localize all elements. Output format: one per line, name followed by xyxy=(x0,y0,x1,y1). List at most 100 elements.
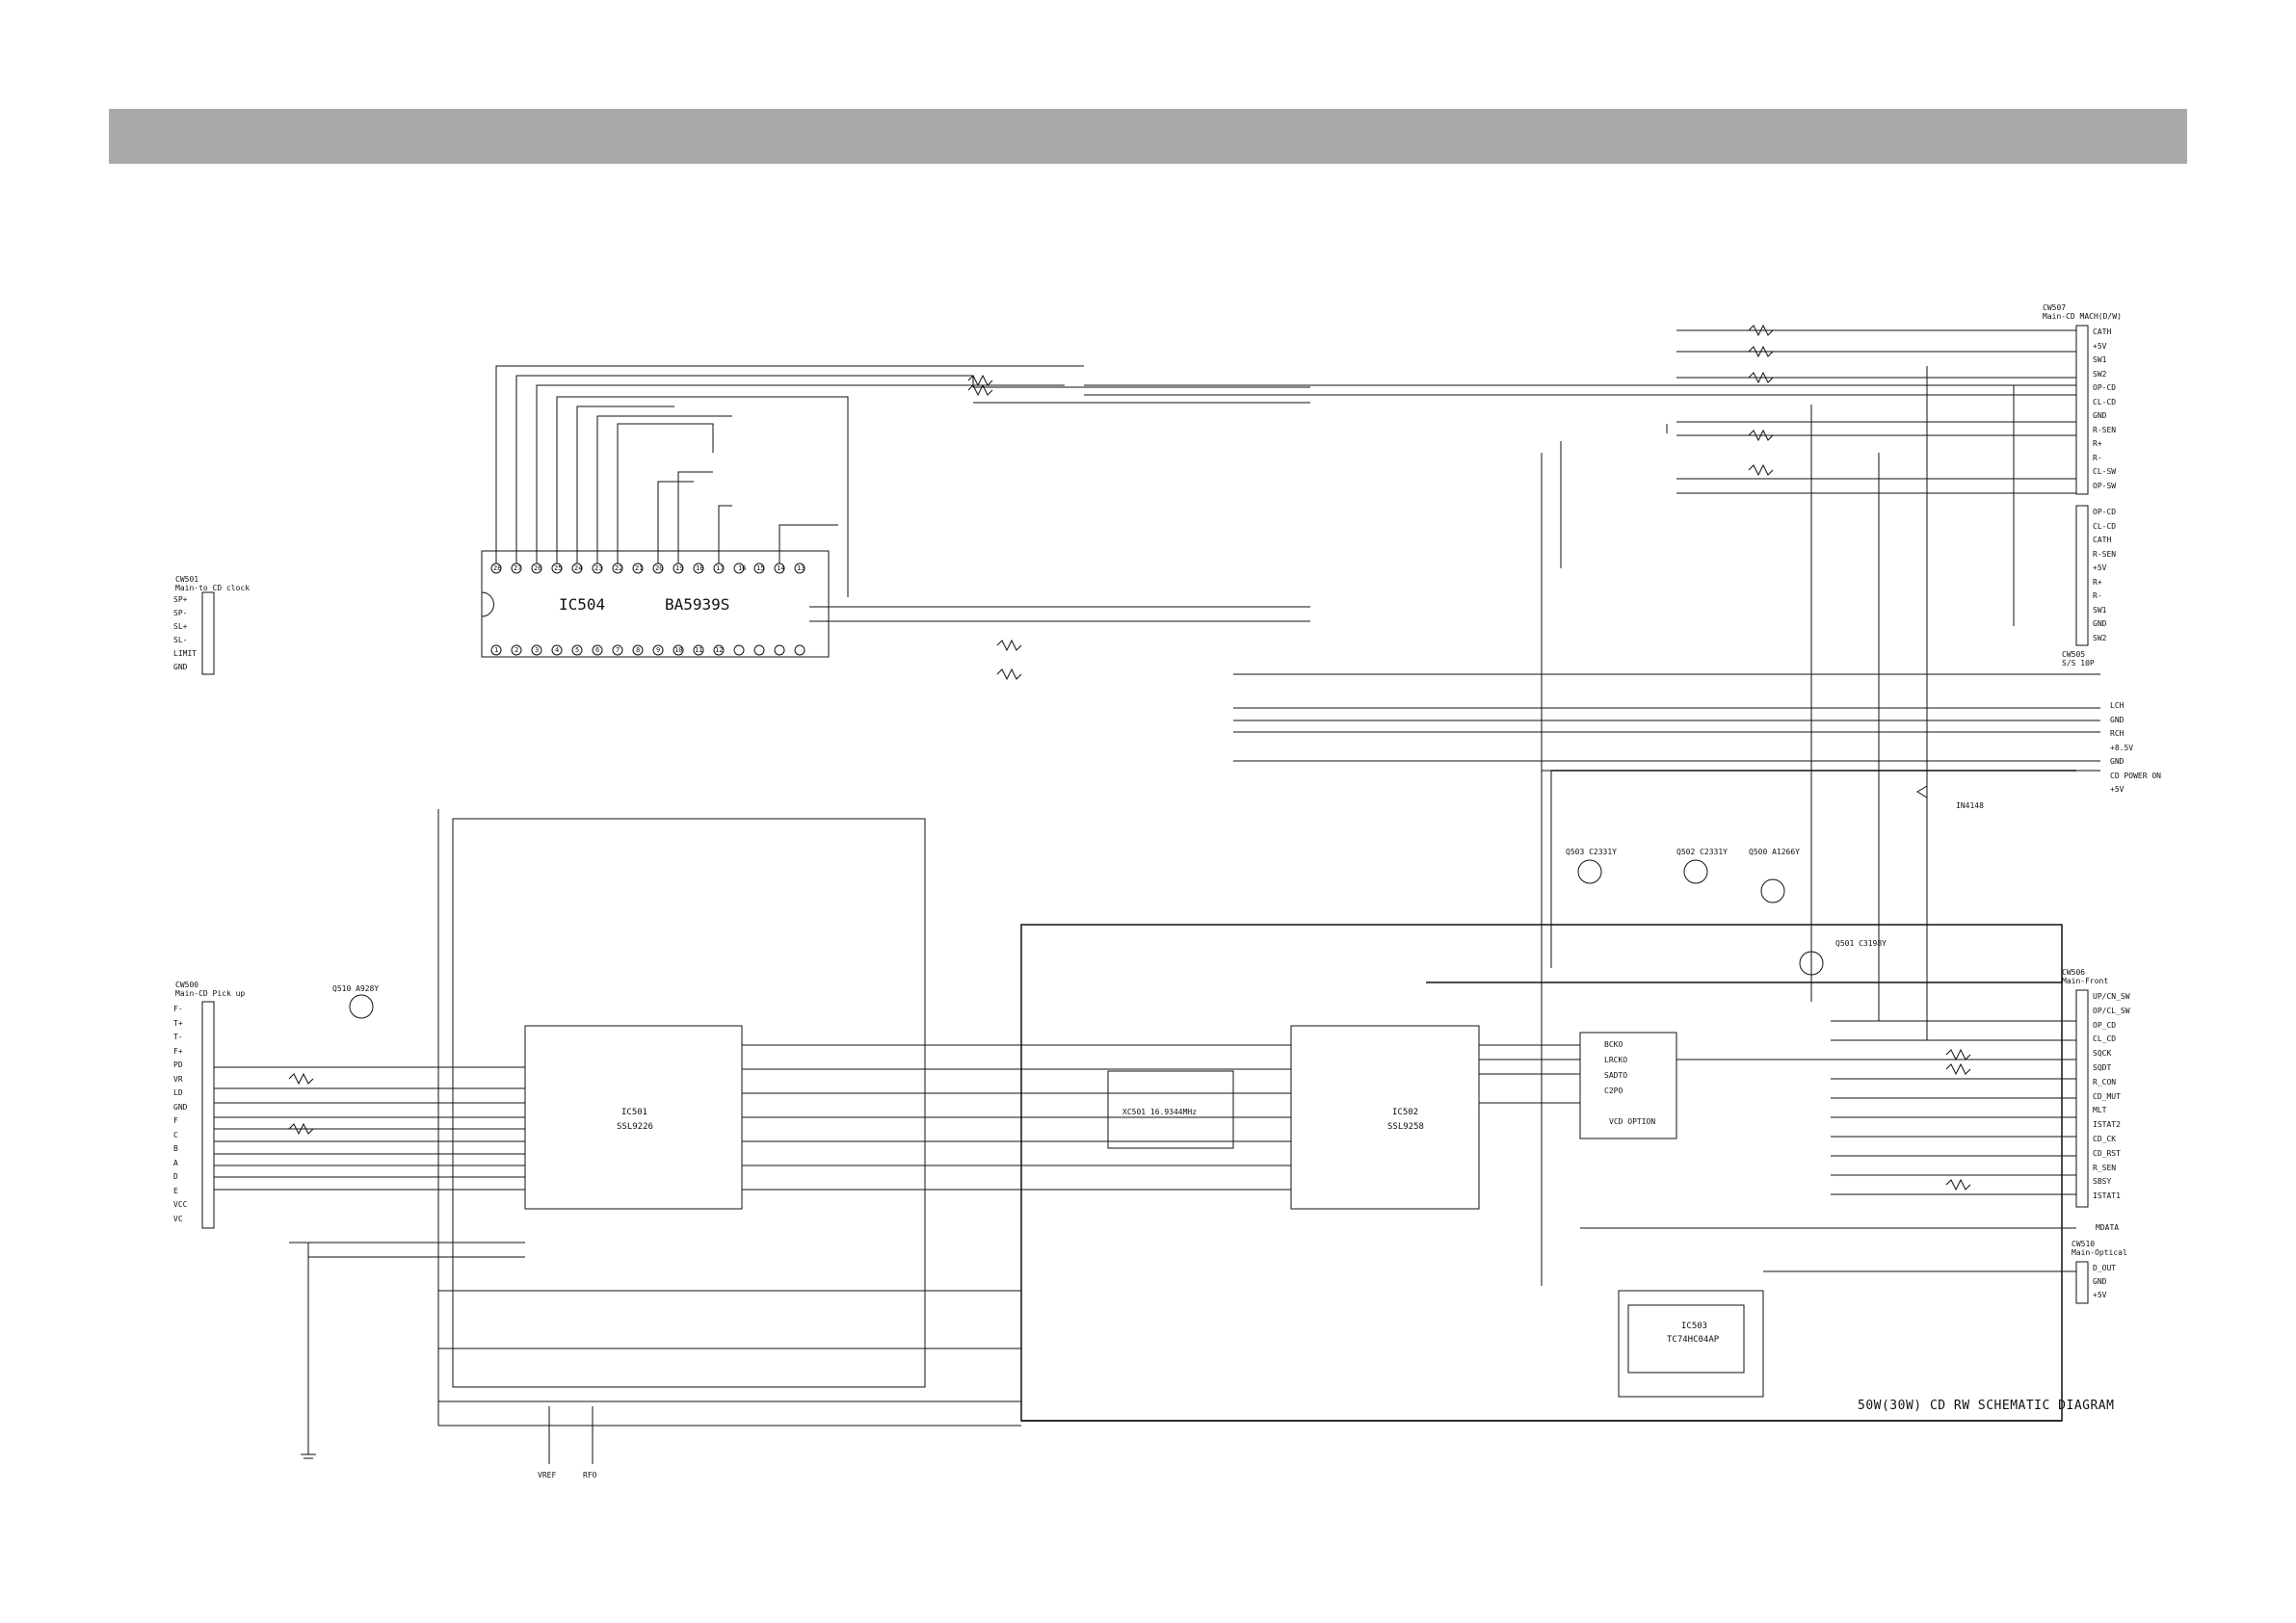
cw505-pin-label: R- xyxy=(2093,591,2102,600)
cw501-pin-label: SL+ xyxy=(173,622,188,631)
cw500-pin-label: C xyxy=(173,1130,178,1139)
svg-text:7: 7 xyxy=(616,646,620,654)
cw500-pin-label: PD xyxy=(173,1060,183,1069)
crystal-box xyxy=(1107,1070,1234,1149)
cw501-pin-label: GND xyxy=(173,663,188,671)
cw506-pin-label: ISTAT1 xyxy=(2093,1191,2121,1201)
ic502-part: SSL9258 xyxy=(1387,1122,1424,1132)
power-rail-label: GND xyxy=(2110,715,2124,724)
cw500-body xyxy=(201,1001,215,1229)
cw506-pin-label: R_SEN xyxy=(2093,1163,2117,1172)
vcd-option-box xyxy=(1579,1032,1677,1139)
svg-text:3: 3 xyxy=(535,646,539,654)
svg-text:10: 10 xyxy=(674,646,682,654)
cw505-pin-label: SW1 xyxy=(2093,605,2107,615)
cw500-title: CW500 Main-CD Pick up xyxy=(175,981,246,998)
cw507-title: CW507 Main-CD MACH(D/W) xyxy=(2043,303,2122,321)
power-rail-label: CD POWER ON xyxy=(2110,771,2161,780)
transistor-label: Q501 C3198Y xyxy=(1835,939,1887,948)
cw506-pin-label: MLT xyxy=(2093,1106,2107,1115)
cw506-title: CW506 Main-Front xyxy=(2062,968,2109,985)
cw505-pin-label: CATH xyxy=(2093,536,2112,544)
mdata-label: MDATA xyxy=(2096,1223,2120,1232)
cw507-pin-label: SW2 xyxy=(2093,369,2107,379)
ic502-wires xyxy=(1479,1020,2076,1272)
cw506-pin-label: CD_RST xyxy=(2093,1148,2121,1158)
cw500-pin-label: VC xyxy=(173,1214,183,1223)
cw500-pin-label: GND xyxy=(173,1102,188,1112)
svg-text:19: 19 xyxy=(675,564,683,572)
ic504-body xyxy=(481,550,830,658)
svg-text:18: 18 xyxy=(696,564,703,572)
cw510-pin-label: GND xyxy=(2093,1277,2107,1286)
power-rail-label: RCH xyxy=(2110,729,2124,738)
cw507-pin-label: R- xyxy=(2093,453,2102,462)
svg-text:15: 15 xyxy=(756,564,764,572)
svg-text:11: 11 xyxy=(695,646,702,654)
cw500-pin-label: VCC xyxy=(173,1200,188,1209)
crystal-label: XC501 16.9344MHz xyxy=(1122,1108,1198,1116)
cw501-pin-label: SP- xyxy=(173,609,188,617)
cw500-pin-label: E xyxy=(173,1186,178,1195)
cw500-pin-label: T+ xyxy=(173,1018,183,1028)
resistor-symbols xyxy=(288,324,1971,1191)
svg-text:28: 28 xyxy=(493,564,501,572)
cw505-pin-label: GND xyxy=(2093,619,2107,628)
ic501-body xyxy=(524,1025,743,1210)
svg-text:8: 8 xyxy=(636,646,640,654)
cw506-pin-label: SBSY xyxy=(2093,1177,2112,1187)
cw500-pin-label: D xyxy=(173,1172,178,1181)
cw507-pin-label: GND xyxy=(2093,411,2107,420)
svg-text:13: 13 xyxy=(797,564,805,572)
cw505-pin-label: +5V xyxy=(2093,563,2107,572)
svg-text:9: 9 xyxy=(656,646,660,654)
svg-text:27: 27 xyxy=(514,564,521,572)
svg-text:16: 16 xyxy=(738,564,746,572)
ic502-output-label: SADTO xyxy=(1604,1071,1628,1080)
cw507-pin-label: SW1 xyxy=(2093,355,2107,364)
cw506-pin-label: CL_CD xyxy=(2093,1034,2117,1044)
ic504-ref: IC504 xyxy=(559,595,606,614)
cw505-pin-label: CL-CD xyxy=(2093,521,2117,531)
ic504-top-wires xyxy=(495,365,1084,597)
cw507-pin-label: OP-SW xyxy=(2093,481,2117,490)
ic503-part: TC74HC04AP xyxy=(1667,1335,1720,1345)
transistor-label: Q510 A928Y xyxy=(332,984,380,993)
ic502-output-label: BCKO xyxy=(1604,1040,1623,1049)
bottom-wires xyxy=(289,809,2062,1464)
cw500-pin-label: F- xyxy=(173,1005,183,1013)
cw501-body xyxy=(201,591,215,675)
ic504-pins xyxy=(490,563,805,656)
rfo-probe-label: RFO xyxy=(583,1471,597,1479)
cw506-body xyxy=(2075,989,2089,1208)
header-bar xyxy=(109,109,2187,164)
cw510-title: CW510 Main-Optical xyxy=(2072,1240,2127,1257)
transistor-label: Q502 C2331Y xyxy=(1676,848,1728,856)
svg-text:4: 4 xyxy=(555,646,559,654)
power-rail-label: +5V xyxy=(2110,785,2124,794)
cw505-pin-label: SW2 xyxy=(2093,633,2107,642)
cw500-pin-label: LD xyxy=(173,1088,183,1097)
ic503-ref: IC503 xyxy=(1681,1322,1708,1331)
cw506-pin-label: SQDT xyxy=(2093,1063,2112,1072)
ic502-output-label: LRCKO xyxy=(1604,1056,1628,1064)
svg-text:17: 17 xyxy=(716,564,724,572)
cw510-pin-label: D_OUT xyxy=(2093,1264,2117,1272)
cw510-pin-label: +5V xyxy=(2093,1291,2107,1299)
ground-symbol xyxy=(301,1445,316,1459)
cw505-body xyxy=(2075,505,2089,646)
cw500-pin-label: F+ xyxy=(173,1046,183,1056)
diode-label: IN4148 xyxy=(1956,801,1984,810)
cw506-pin-label: OP/CL_SW xyxy=(2093,1006,2130,1015)
svg-text:6: 6 xyxy=(595,646,599,654)
transistor-section xyxy=(349,770,2076,1019)
power-rail-label: +8.5V xyxy=(2110,743,2134,752)
cw507-pin-label: CATH xyxy=(2093,327,2112,336)
ic504-part: BA5939S xyxy=(665,595,730,614)
cw506-pin-label: CD_CK xyxy=(2093,1135,2117,1143)
diagram-title: 50W(30W) CD RW SCHEMATIC DIAGRAM xyxy=(1858,1399,2115,1413)
cw507-pin-label: R-SEN xyxy=(2093,425,2117,434)
ic501-ref: IC501 xyxy=(621,1108,648,1117)
cw506-pin-label: CD_MUT xyxy=(2093,1091,2121,1101)
